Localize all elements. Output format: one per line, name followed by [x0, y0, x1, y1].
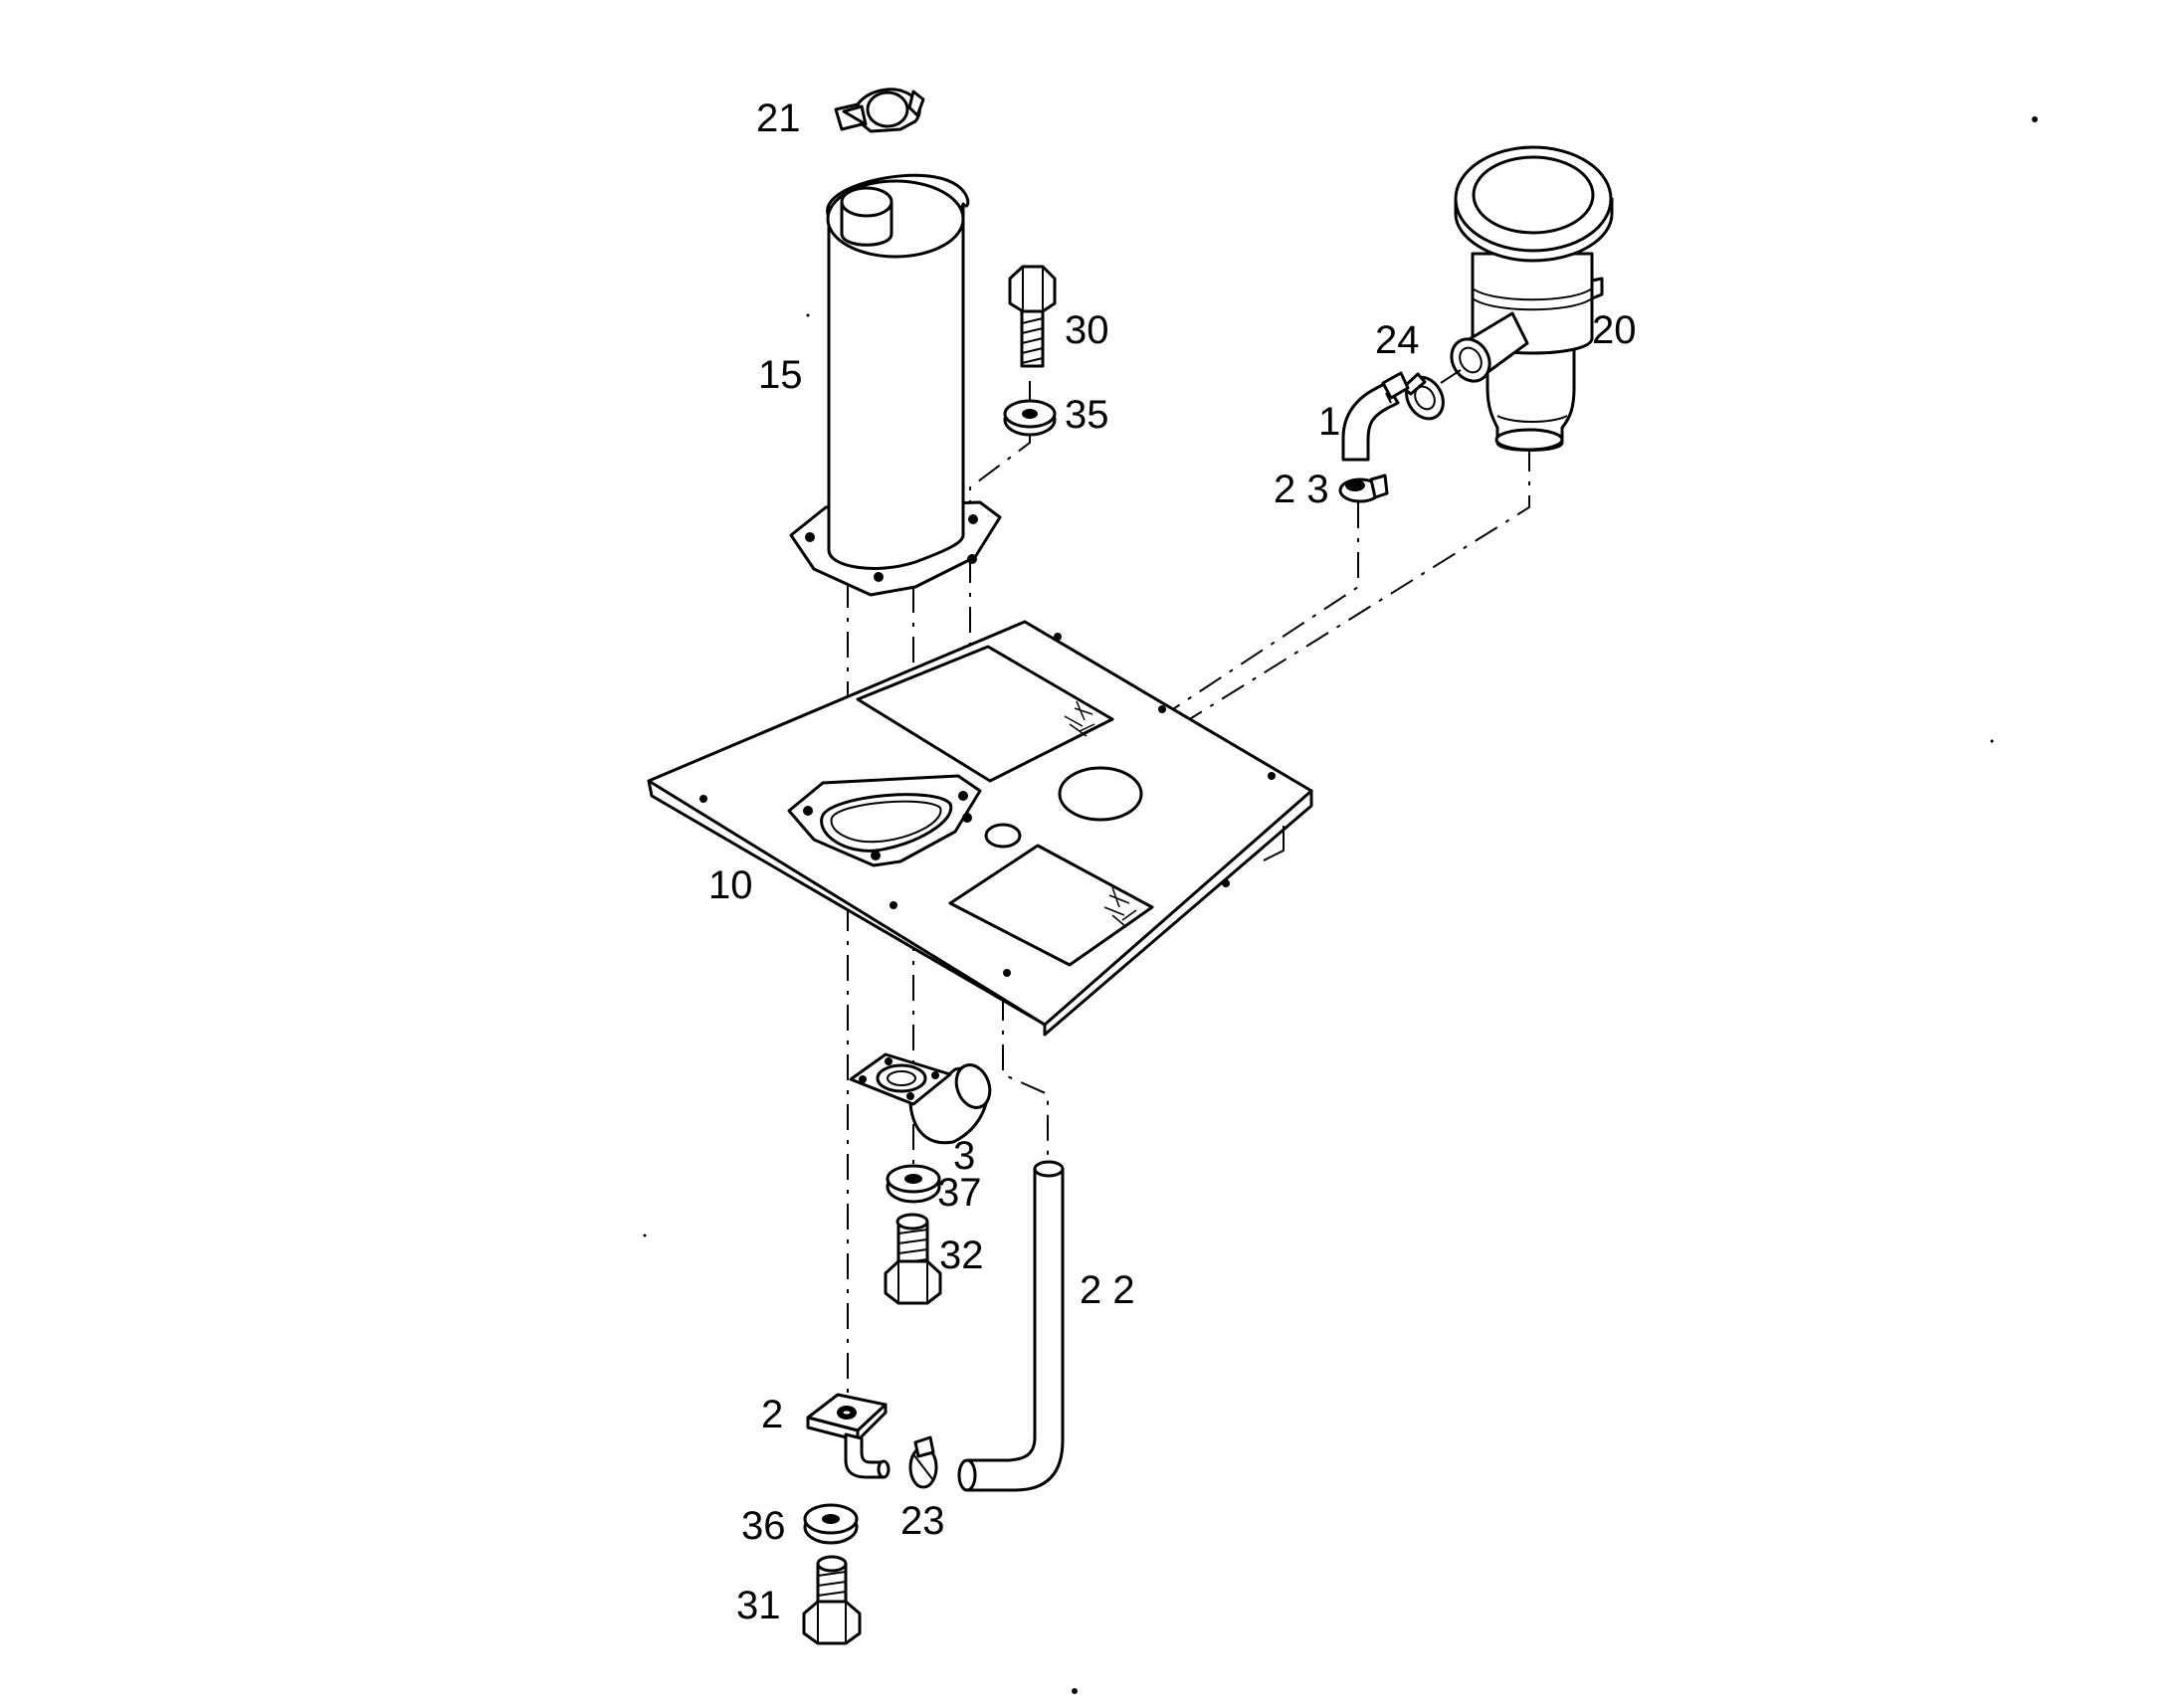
label-1: 1 — [1318, 400, 1340, 444]
part-20-air-filter — [1450, 145, 1614, 452]
scan-specks — [643, 116, 2038, 1694]
label-20: 20 — [1592, 308, 1637, 352]
part-23-hose-clamp-lower — [908, 1435, 938, 1489]
label-3: 3 — [953, 1134, 975, 1178]
part-23-hose-clamp-upper — [1338, 474, 1389, 503]
label-23-lower: 23 — [900, 1499, 945, 1543]
part-32-bolt — [884, 1213, 942, 1305]
part-24-clamp — [1401, 369, 1462, 421]
label-32: 32 — [939, 1234, 984, 1277]
label-31: 31 — [736, 1584, 781, 1627]
part-37-washer — [886, 1164, 941, 1204]
label-10: 10 — [708, 863, 753, 907]
label-24: 24 — [1375, 318, 1420, 362]
label-2: 2 — [761, 1393, 783, 1436]
label-37: 37 — [937, 1171, 982, 1215]
part-21-exhaust-clamp — [834, 88, 925, 133]
label-30: 30 — [1065, 308, 1109, 352]
part-22-drain-hose — [957, 1160, 1065, 1492]
label-15: 15 — [758, 353, 803, 397]
part-number-labels: 21 30 15 35 24 20 1 2 3 10 3 37 32 2 2 2… — [708, 96, 1637, 1627]
label-35: 35 — [1065, 393, 1109, 437]
part-30-bolt — [1008, 265, 1057, 368]
part-3-exhaust-elbow — [849, 1052, 992, 1145]
part-10-base-plate — [647, 620, 1313, 1037]
label-36: 36 — [741, 1504, 786, 1548]
part-35-washer — [1003, 399, 1057, 437]
label-22: 2 2 — [1080, 1268, 1135, 1312]
part-31-bolt — [802, 1555, 862, 1645]
part-15-muffler — [789, 173, 1002, 597]
part-2-bracket — [806, 1393, 891, 1479]
part-36-washer — [803, 1503, 859, 1545]
label-21: 21 — [756, 96, 801, 140]
part-1-elbow-hose — [1341, 371, 1410, 462]
label-23-upper: 2 3 — [1274, 468, 1329, 511]
